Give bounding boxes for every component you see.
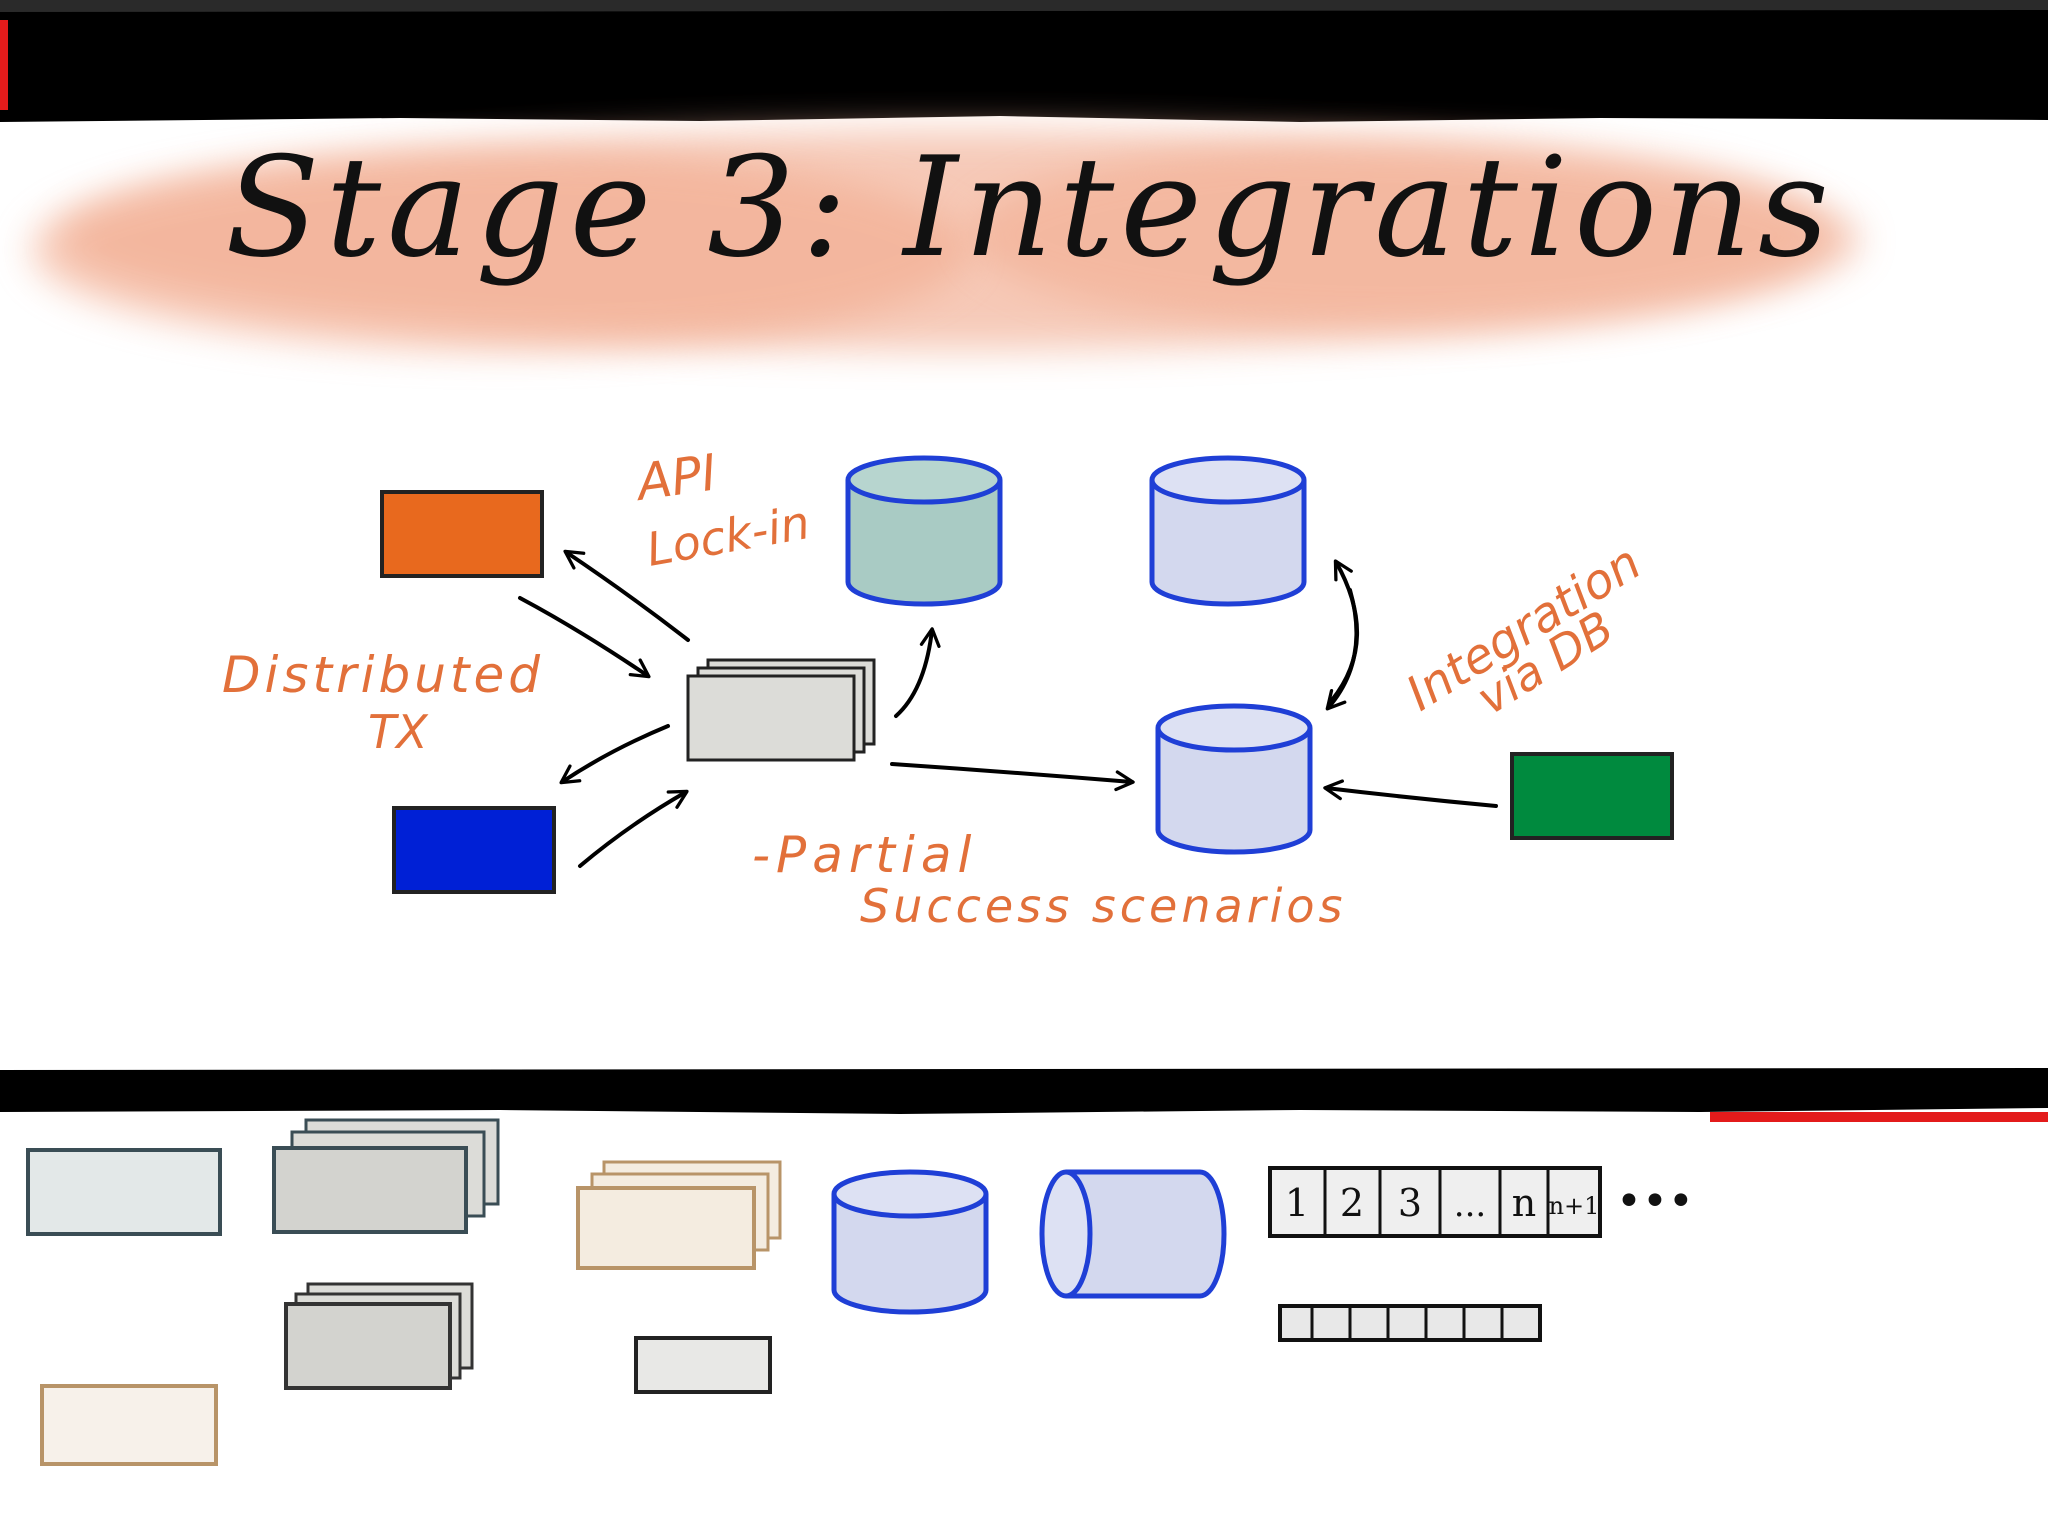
database-api-lock-in (845, 455, 1003, 607)
title-highlight (30, 130, 1860, 350)
arrow-top-db-to-shared-db (1325, 588, 1359, 711)
queue-more-dots: ••• (1616, 1176, 1694, 1227)
bottom-frame-bar (0, 1068, 2048, 1122)
palette-queue-empty (1278, 1304, 1542, 1342)
svg-text:API: API (631, 443, 720, 512)
arrow-central-to-blue (559, 724, 670, 785)
top-red-accent (0, 20, 8, 110)
palette-service-stack-tan (576, 1160, 782, 1270)
database-shared-integration (1155, 703, 1313, 855)
palette-queue-labeled: 1 2 3 ... n n+1 (1268, 1166, 1602, 1238)
palette-database (831, 1169, 989, 1315)
annotation-integration-via-db: Integration via DB (1397, 535, 1651, 726)
arrow-green-to-shared-db (1323, 779, 1498, 808)
palette-service-stack-small (284, 1282, 474, 1390)
palette-service-small-grey (634, 1336, 772, 1394)
central-service-stack (686, 658, 876, 762)
annotation-distributed-tx: Distributed TX (222, 646, 544, 759)
top-frame-bar (0, 0, 2048, 122)
queue-cell-2: 2 (1340, 1181, 1364, 1225)
service-green (1510, 752, 1674, 840)
queue-cell-1: 1 (1285, 1181, 1309, 1225)
svg-text:Distributed: Distributed (222, 646, 544, 704)
service-orange (380, 490, 544, 578)
annotation-api-lock-in: API Lock-in (631, 443, 814, 576)
queue-cell-n: n (1512, 1181, 1536, 1225)
arrow-orange-to-central (518, 596, 651, 679)
page-title: Stage 3: Integrations (225, 127, 1835, 288)
svg-text:TX: TX (368, 705, 429, 759)
annotation-partial-success: -Partial Success scenarios (752, 826, 1347, 933)
palette-service-tan (40, 1384, 218, 1466)
palette-shapes: 1 2 3 ... n n+1 ••• (26, 1118, 1694, 1466)
service-blue (392, 806, 556, 894)
database-top-right (1149, 455, 1307, 607)
bottom-red-accent (1710, 1112, 2048, 1122)
queue-cell-n-plus-1: n+1 (1549, 1192, 1600, 1220)
palette-queue-cylinder (1039, 1169, 1227, 1299)
arrow-blue-to-central (578, 789, 689, 868)
arrows (518, 549, 1498, 868)
arrow-central-to-shared-db (890, 762, 1135, 792)
queue-cell-3: 3 (1398, 1181, 1422, 1225)
arrow-central-to-teal-db (894, 627, 941, 718)
svg-text:Success scenarios: Success scenarios (860, 879, 1347, 933)
palette-service-stack (272, 1118, 500, 1234)
svg-text:-Partial: -Partial (752, 826, 977, 884)
palette-service-plain (26, 1148, 222, 1236)
queue-cell-ellipsis: ... (1454, 1185, 1486, 1225)
arrow-central-to-orange (563, 549, 690, 642)
